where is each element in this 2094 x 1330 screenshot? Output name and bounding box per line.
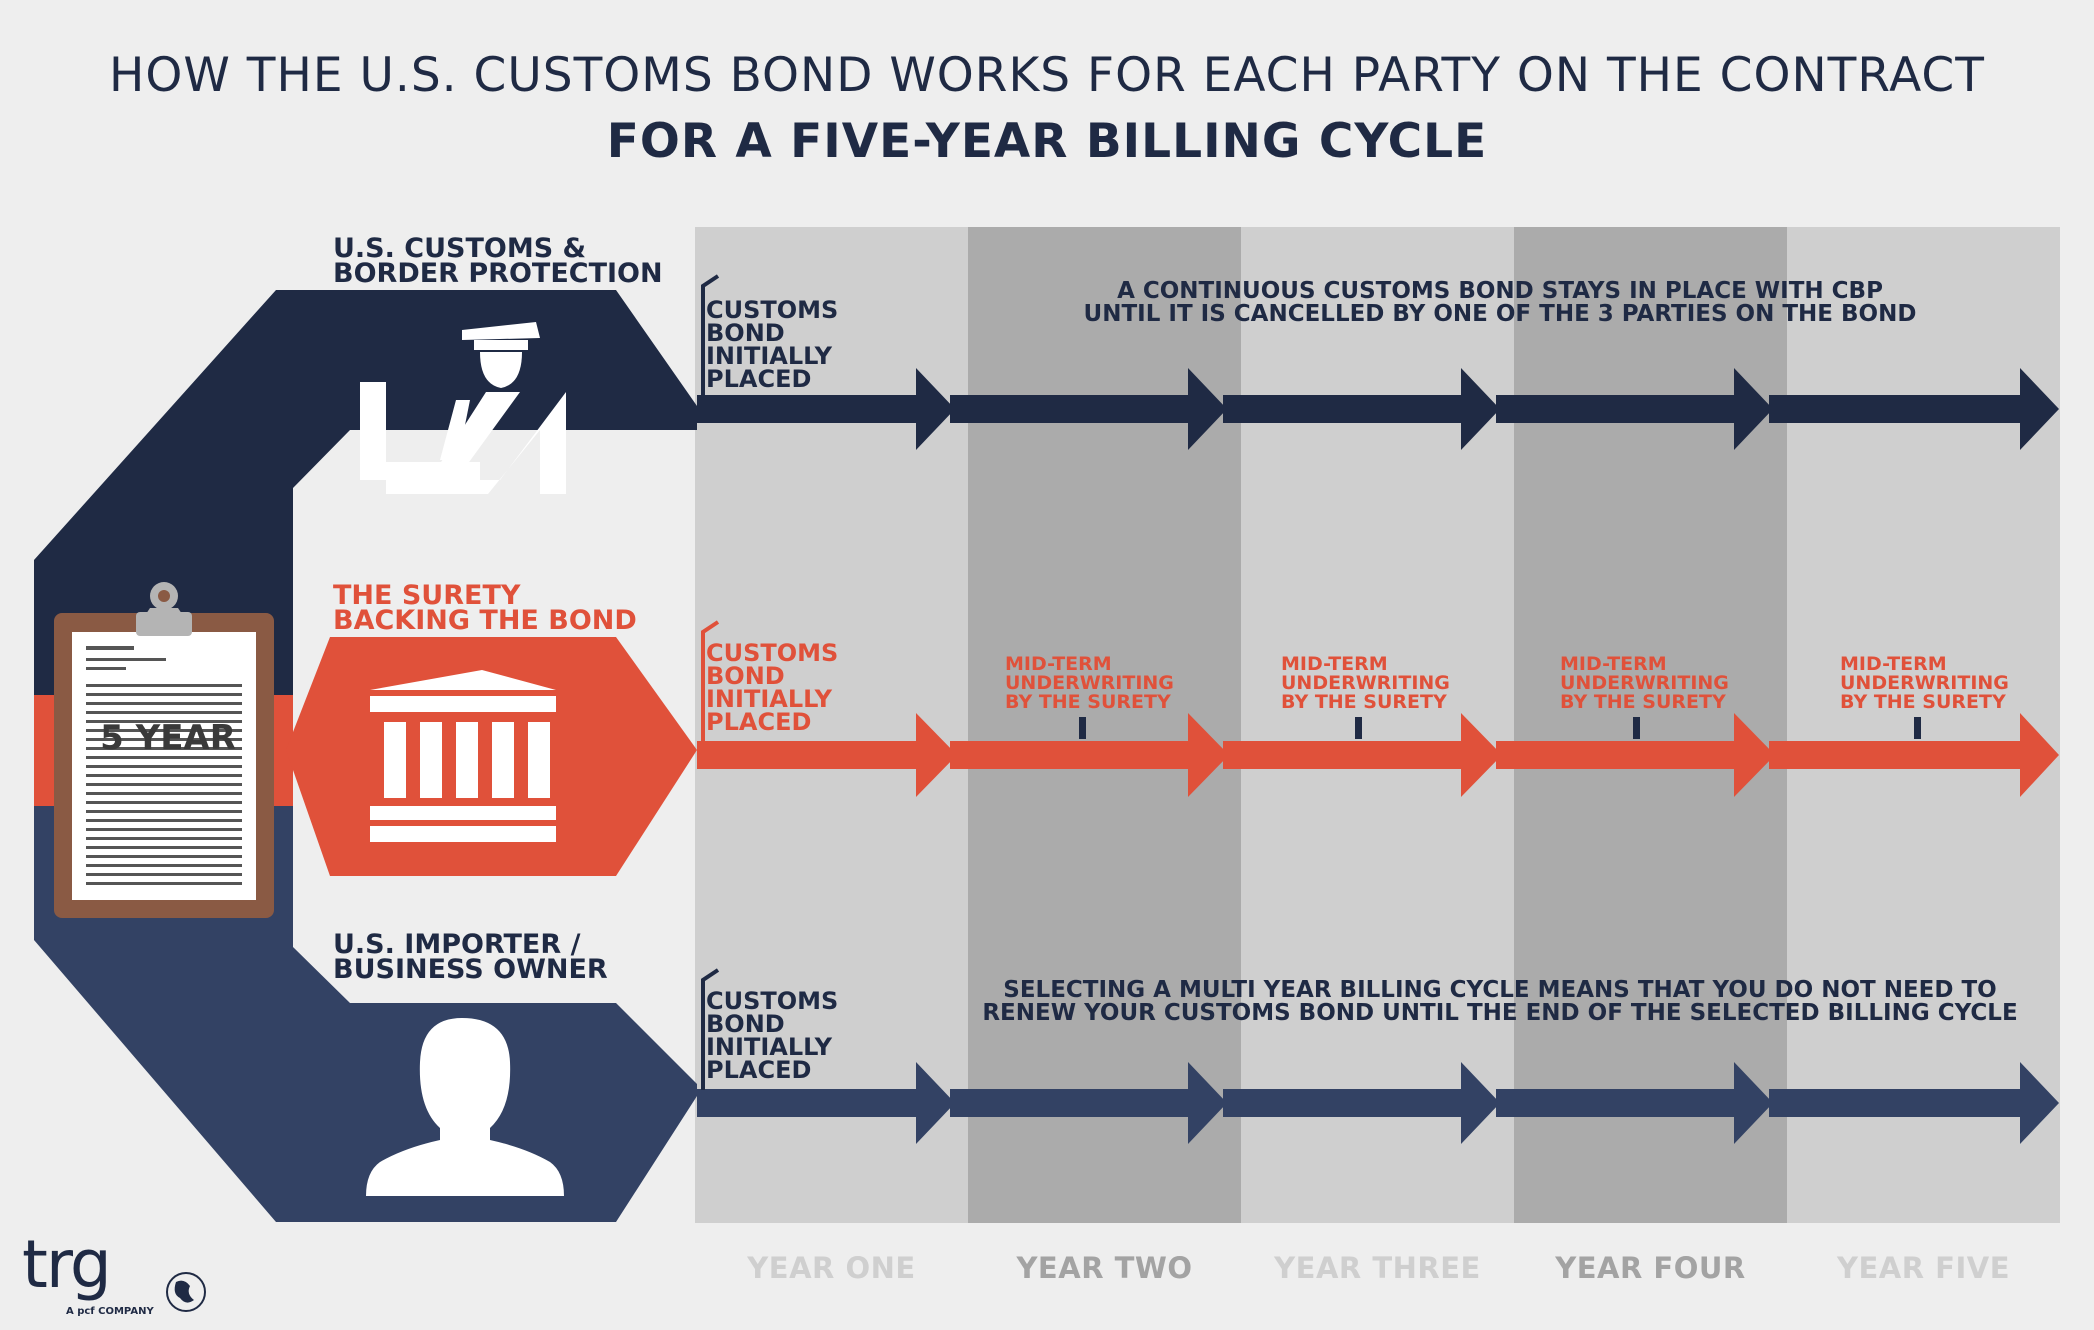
cbp-band bbox=[34, 290, 697, 695]
importer-start-note: CUSTOMS BOND INITIALLY PLACED bbox=[706, 987, 839, 1084]
cbp-start-note: CUSTOMS BOND INITIALLY PLACED bbox=[706, 296, 839, 393]
trg-logo: trg bbox=[22, 1226, 112, 1303]
cbp-start-marker bbox=[701, 274, 720, 396]
year-four-column bbox=[1514, 227, 1787, 1223]
surety-arrows bbox=[697, 713, 2059, 797]
year-five-column bbox=[1787, 227, 2060, 1223]
midterm-note-year-two: MID-TERM UNDERWRITING BY THE SURETY bbox=[1005, 653, 1174, 713]
title-line-2: FOR A FIVE-YEAR BILLING CYCLE bbox=[606, 114, 1488, 169]
customs-officer-icon bbox=[360, 322, 566, 494]
year-label-three: YEAR THREE bbox=[1274, 1251, 1481, 1285]
cbp-banner: A CONTINUOUS CUSTOMS BOND STAYS IN PLACE… bbox=[1083, 278, 1917, 327]
globe-icon bbox=[166, 1272, 206, 1312]
year-label-two: YEAR TWO bbox=[1016, 1251, 1193, 1285]
person-silhouette-icon bbox=[366, 1018, 564, 1196]
clipboard-label: 5 YEAR bbox=[100, 718, 236, 758]
year-label-four: YEAR FOUR bbox=[1555, 1251, 1746, 1285]
year-three-column bbox=[1241, 227, 1514, 1223]
clipboard-document-icon bbox=[54, 582, 274, 918]
bank-building-icon bbox=[370, 670, 556, 842]
trg-logo-subtitle: A pcf COMPANY bbox=[66, 1306, 154, 1317]
surety-start-marker bbox=[701, 620, 720, 742]
importer-start-marker bbox=[701, 968, 720, 1090]
title-line-1: HOW THE U.S. CUSTOMS BOND WORKS FOR EACH… bbox=[109, 48, 1985, 103]
party-label-cbp: U.S. CUSTOMS & BORDER PROTECTION bbox=[333, 233, 663, 289]
midterm-note-year-four: MID-TERM UNDERWRITING BY THE SURETY bbox=[1560, 653, 1729, 713]
year-label-five: YEAR FIVE bbox=[1836, 1251, 2011, 1285]
year-label-one: YEAR ONE bbox=[747, 1251, 916, 1285]
party-label-surety: THE SURETY BACKING THE BOND bbox=[333, 580, 637, 636]
importer-banner: SELECTING A MULTI YEAR BILLING CYCLE MEA… bbox=[982, 977, 2018, 1026]
year-two-column bbox=[968, 227, 1241, 1223]
midterm-ticks bbox=[1079, 717, 1921, 739]
surety-start-note: CUSTOMS BOND INITIALLY PLACED bbox=[706, 639, 839, 736]
midterm-note-year-five: MID-TERM UNDERWRITING BY THE SURETY bbox=[1840, 653, 2009, 713]
cbp-arrows bbox=[697, 368, 2059, 450]
midterm-note-year-three: MID-TERM UNDERWRITING BY THE SURETY bbox=[1281, 653, 1450, 713]
party-label-importer: U.S. IMPORTER / BUSINESS OWNER bbox=[333, 929, 608, 985]
importer-arrows bbox=[697, 1062, 2059, 1144]
